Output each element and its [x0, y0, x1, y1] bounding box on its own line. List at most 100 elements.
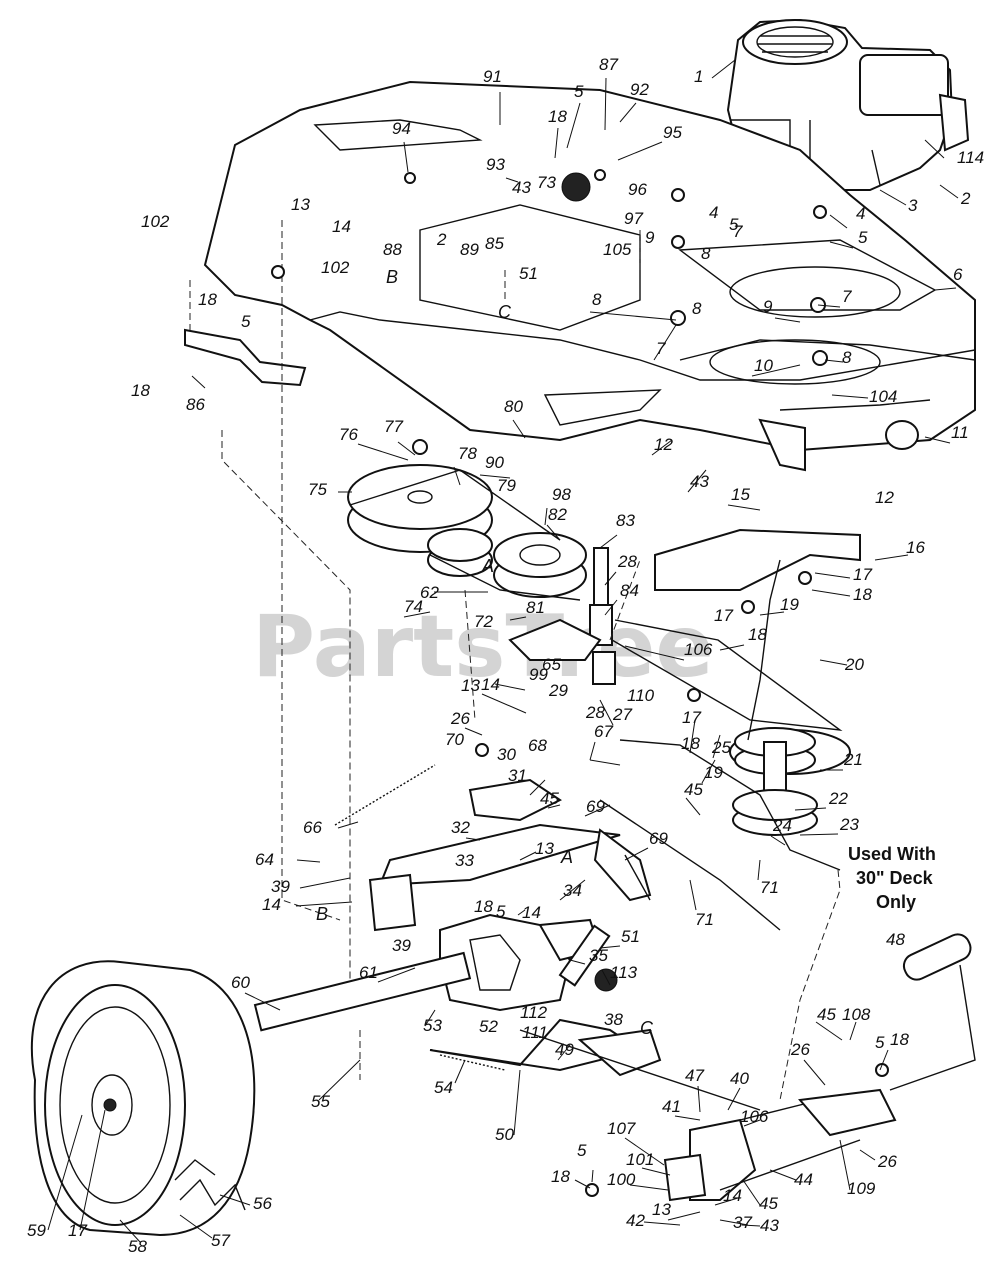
leader-line	[751, 364, 801, 377]
part-number-label: 45	[817, 1005, 836, 1024]
leader-line	[624, 645, 685, 661]
leader-line	[769, 1169, 797, 1181]
part-number-label: 18	[551, 1167, 570, 1186]
part-number-label: 43	[512, 178, 531, 197]
part-number-label: 18	[748, 625, 767, 644]
part-number-label: 102	[141, 212, 170, 231]
part-number-label: 114	[957, 148, 984, 167]
leader-line	[815, 1021, 843, 1041]
part-number-label: 11	[951, 423, 969, 442]
part-number-label: 108	[842, 1005, 871, 1024]
leader-line	[599, 699, 614, 726]
part-number-label: 23	[839, 815, 859, 834]
part-number-label: 22	[828, 789, 848, 808]
leader-line	[191, 375, 206, 389]
part-number-label: 25	[711, 738, 731, 757]
ref-letter-c-top: C	[498, 302, 512, 322]
part-number-label: 106	[684, 640, 713, 659]
part-number-label: 5	[574, 82, 584, 101]
leader-line	[924, 139, 945, 159]
part-number-label: 68	[528, 736, 547, 755]
part-number-label: 33	[455, 851, 474, 870]
part-number-label: 93	[486, 155, 505, 174]
part-number-label: 43	[760, 1216, 779, 1235]
part-number-label: 71	[695, 910, 714, 929]
part-number-label: 24	[772, 816, 792, 835]
part-number-label: 56	[253, 1194, 272, 1213]
part-number-label: 5	[241, 312, 251, 331]
wheel-drawing	[30, 960, 256, 1237]
leader-line	[939, 184, 959, 199]
part-number-label: 40	[730, 1069, 749, 1088]
leader-line	[849, 1021, 857, 1041]
part-number-label: 107	[607, 1119, 636, 1138]
part-number-label: 38	[604, 1010, 623, 1029]
part-number-label: 74	[404, 597, 423, 616]
part-number-label: 77	[384, 417, 403, 436]
part-number-label: 7	[842, 287, 852, 306]
part-number-label: 75	[308, 480, 327, 499]
leader-line	[119, 1219, 141, 1243]
leader-line	[819, 659, 848, 666]
leader-line	[604, 571, 617, 586]
part-number-label: 5	[496, 902, 506, 921]
part-number-label: 12	[654, 435, 673, 454]
leader-line	[701, 759, 716, 784]
part-number-label: 104	[869, 387, 897, 406]
part-number-label: 99	[529, 665, 548, 684]
part-number-label: 82	[548, 505, 567, 524]
leader-line	[295, 901, 353, 907]
part-number-label: 43	[690, 472, 709, 491]
leader-line	[643, 1221, 681, 1226]
leader-line	[757, 859, 761, 881]
part-number-label: 4	[856, 204, 865, 223]
part-number-label: 58	[128, 1237, 147, 1256]
part-number-label: 26	[877, 1152, 897, 1171]
leader-line	[770, 835, 786, 846]
leader-line	[829, 214, 848, 229]
ref-letter-c-bottom: C	[640, 1018, 654, 1038]
part-number-label: 14	[262, 895, 281, 914]
part-number-label: 17	[853, 565, 872, 584]
leader-line	[629, 1184, 669, 1191]
part-number-label: 6	[953, 265, 963, 284]
part-number-label: 95	[663, 123, 682, 142]
part-number-label: 17	[714, 606, 733, 625]
part-number-label: 84	[620, 581, 639, 600]
part-number-label: 34	[563, 881, 582, 900]
leader-line	[799, 833, 839, 836]
part-number-label: 89	[460, 240, 479, 259]
part-number-label: 13	[291, 195, 310, 214]
idler-bracket-drawing	[508, 528, 861, 741]
leader-line	[403, 141, 409, 173]
leader-line	[687, 469, 707, 493]
leader-line	[479, 474, 511, 479]
leader-line	[559, 879, 586, 901]
part-number-label: 5	[858, 228, 868, 247]
part-number-label: 78	[458, 444, 477, 463]
part-number-label: 48	[886, 930, 905, 949]
part-number-label: 87	[599, 55, 618, 74]
part-number-label: 86	[186, 395, 205, 414]
part-number-label: 15	[731, 485, 750, 504]
leader-line	[546, 524, 561, 541]
leader-line	[299, 877, 351, 889]
leader-line	[244, 992, 281, 1011]
part-number-label: 102	[321, 258, 350, 277]
leader-line	[831, 394, 869, 399]
part-number-label: 57	[211, 1231, 230, 1250]
part-number-label: 14	[481, 675, 500, 694]
leader-line	[719, 1219, 749, 1226]
leader-line	[454, 1059, 466, 1084]
part-number-label: 96	[628, 180, 647, 199]
leader-line	[811, 589, 851, 597]
part-number-label: 61	[359, 963, 378, 982]
part-number-label: 32	[451, 818, 470, 837]
note-line-2: 30" Deck	[856, 868, 934, 888]
leader-line	[424, 1009, 436, 1027]
part-number-label: 90	[485, 453, 504, 472]
leader-line	[624, 847, 649, 861]
part-number-label: 37	[733, 1213, 752, 1232]
leader-line	[651, 439, 673, 456]
